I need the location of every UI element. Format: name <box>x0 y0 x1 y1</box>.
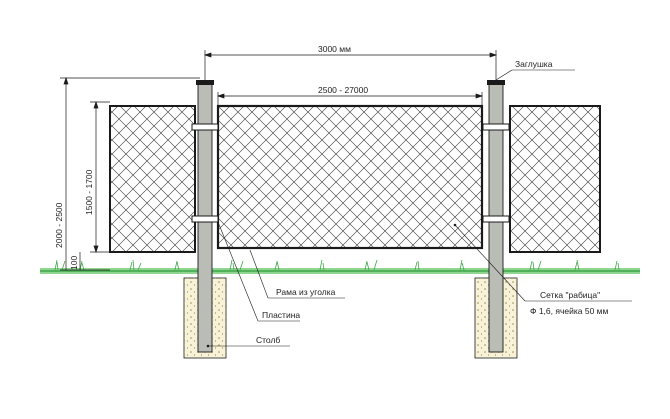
height-dimensions <box>60 76 200 271</box>
ground-gap-label: 100 <box>69 256 79 270</box>
mesh-label: Сетка "рабица" <box>540 290 600 300</box>
left-mesh-panel <box>109 105 196 253</box>
cap-label: Заглушка <box>515 59 553 69</box>
right-mesh-panel <box>509 105 601 253</box>
panel-height-label: 1500 - 1700 <box>84 169 94 215</box>
total-span-label: 3000 мм <box>318 44 351 54</box>
cap-leader <box>495 69 513 81</box>
total-height-label: 2000 - 2500 <box>54 202 64 248</box>
plate-label: Пластина <box>262 310 300 320</box>
callout-leaders <box>208 221 632 347</box>
panel-span-label: 2500 - 27000 <box>318 85 368 95</box>
panel-span-dimension <box>216 92 484 106</box>
left-cap <box>196 80 214 85</box>
mesh-spec-label: Ф 1,6, ячейка 50 мм <box>530 306 609 316</box>
plates <box>191 123 510 223</box>
center-mesh-panel <box>216 104 484 250</box>
right-cap <box>487 80 505 85</box>
frame-label: Рама из уголка <box>276 287 336 297</box>
total-span-dimension <box>203 50 498 80</box>
grass <box>54 259 620 271</box>
post-label: Столб <box>256 335 280 345</box>
